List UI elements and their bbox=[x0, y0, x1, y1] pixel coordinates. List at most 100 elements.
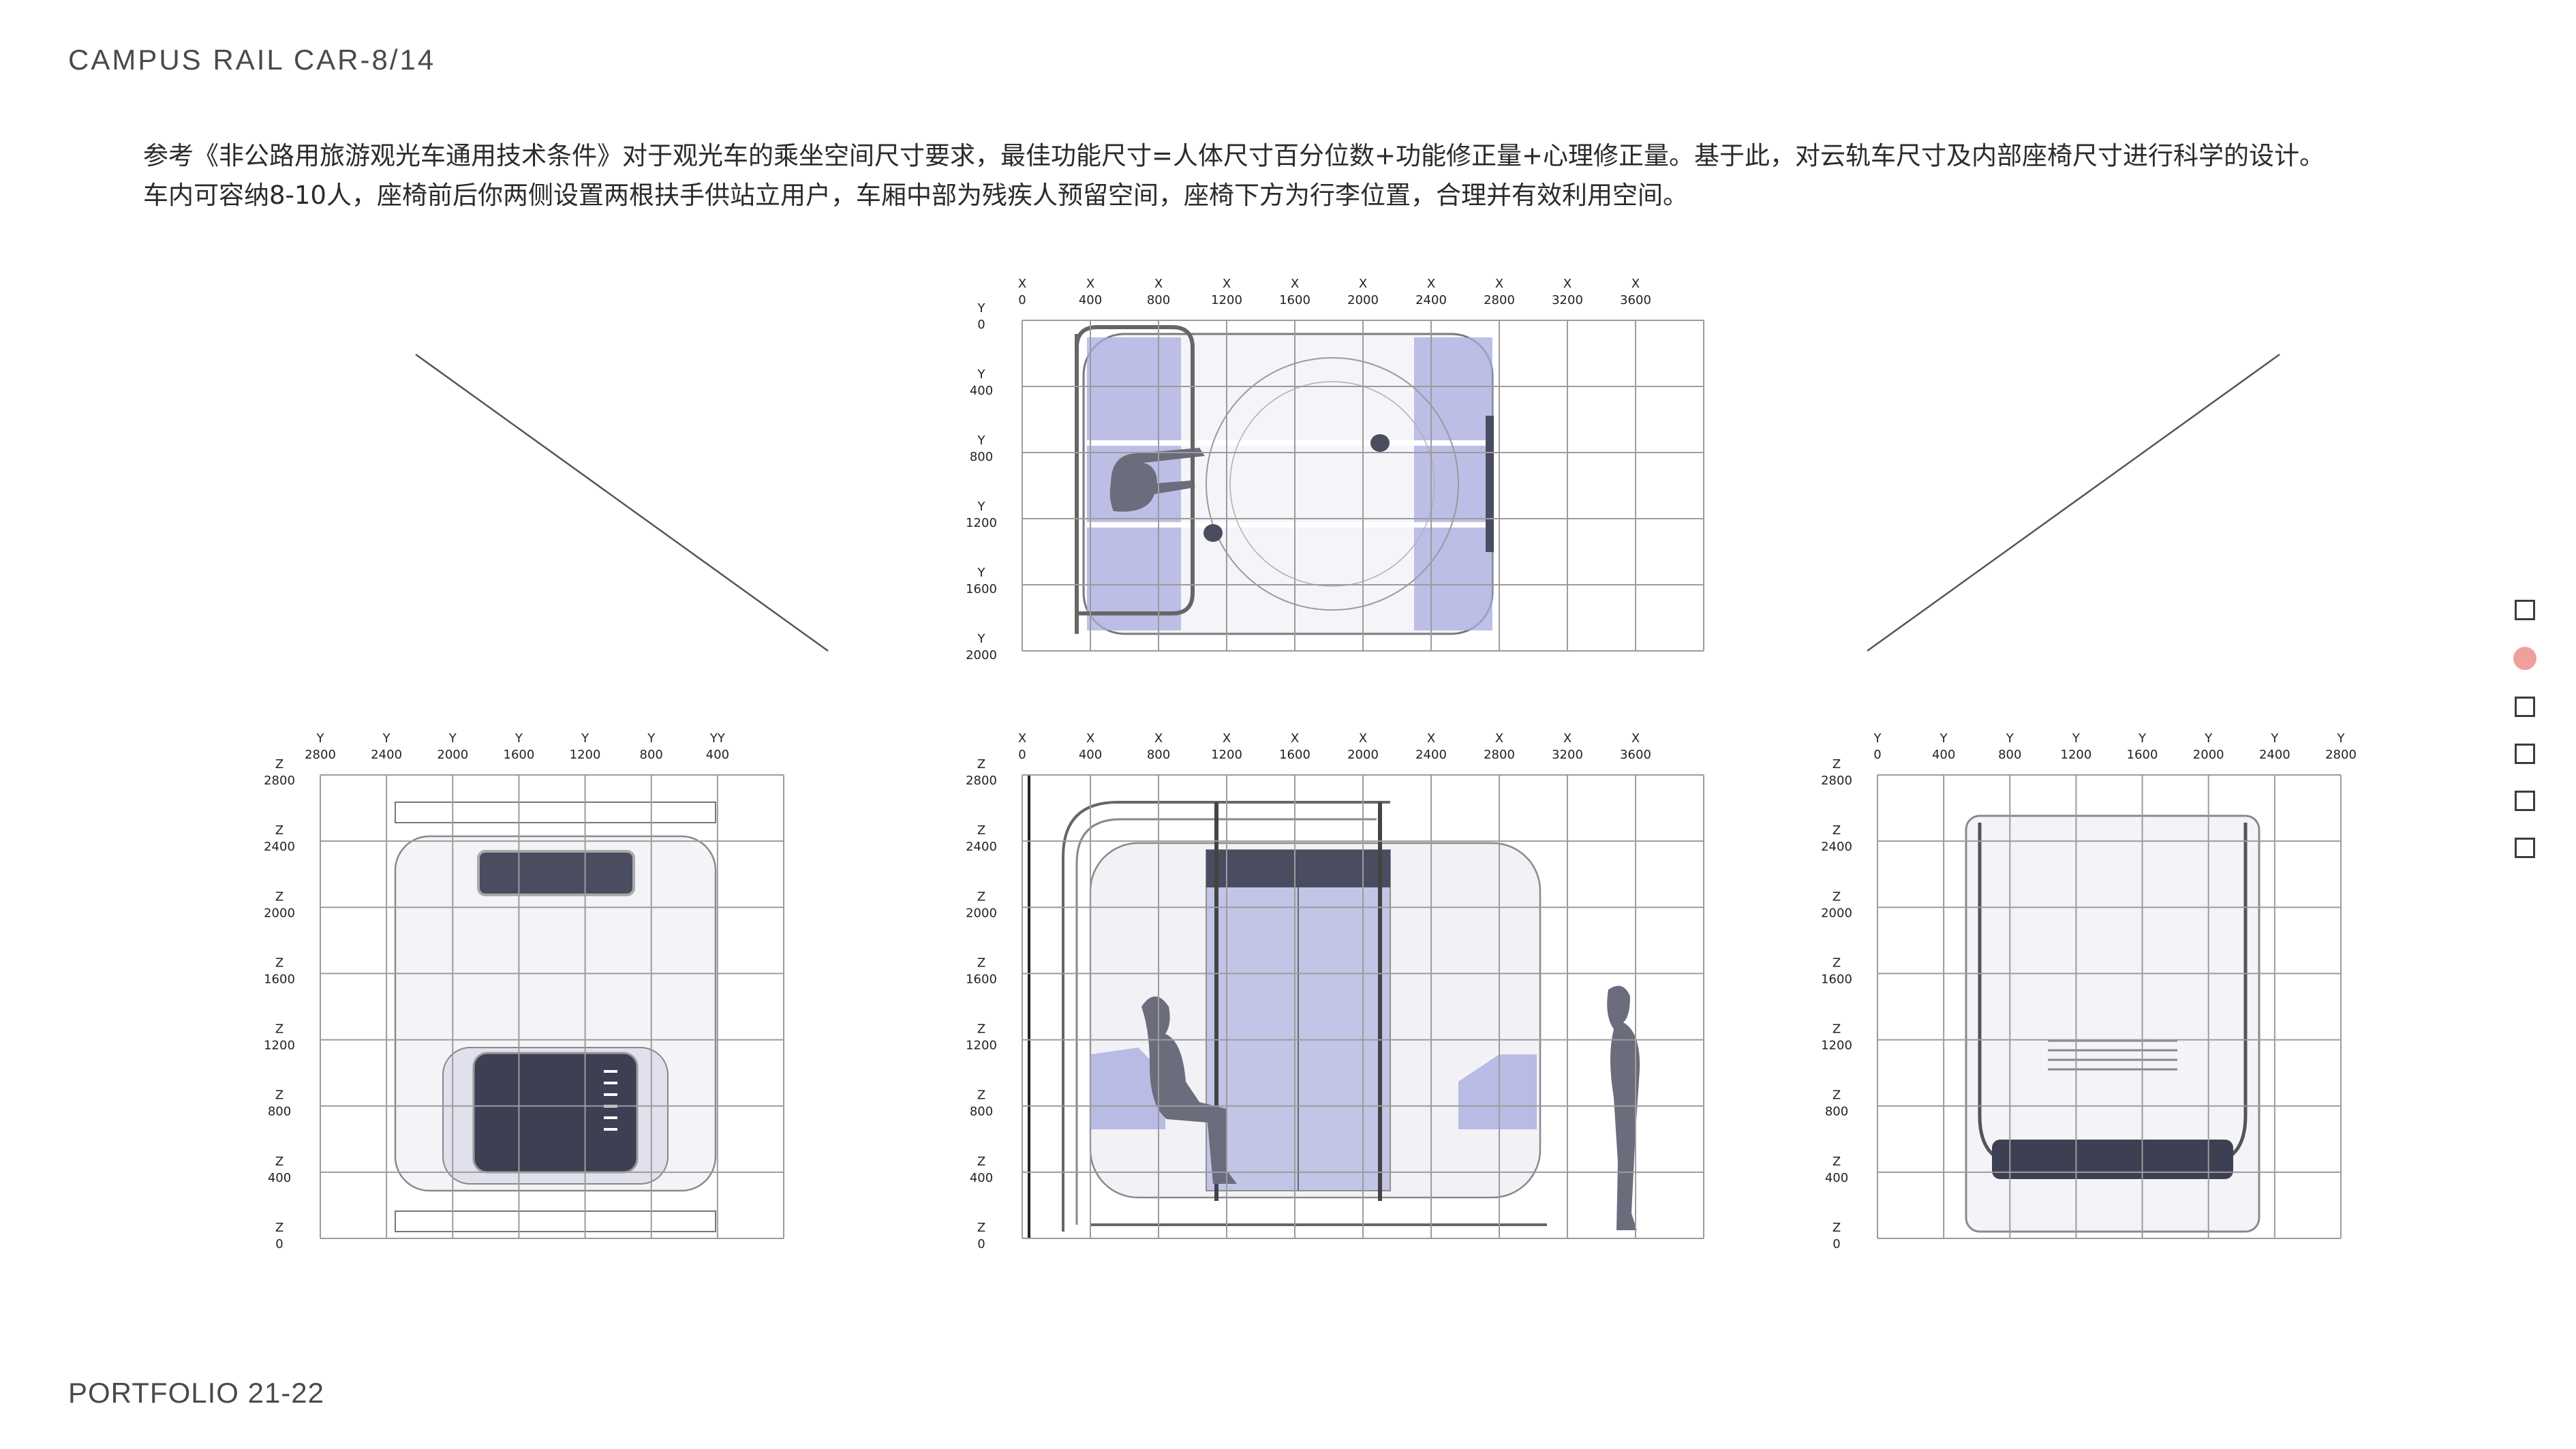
turntable-inner bbox=[1229, 381, 1435, 587]
footer-title: PORTFOLIO 21-22 bbox=[68, 1377, 325, 1409]
seated-passenger-figure bbox=[1141, 996, 1237, 1184]
nav-page-6[interactable] bbox=[2515, 838, 2535, 858]
seat-left-side bbox=[1090, 1048, 1165, 1129]
nav-page-1[interactable] bbox=[2515, 600, 2535, 620]
front-top-bar bbox=[395, 802, 716, 823]
standing-person-figure bbox=[1607, 986, 1640, 1230]
door-header bbox=[1206, 850, 1390, 887]
description: 参考《非公路用旅游观光车通用技术条件》对于观光车的乘坐空间尺寸要求，最佳功能尺寸… bbox=[143, 136, 2515, 215]
top-view-grid bbox=[1022, 320, 1704, 652]
top-view-drawing bbox=[1075, 325, 1494, 635]
page-nav bbox=[2513, 600, 2545, 885]
rear-panel bbox=[1486, 416, 1494, 552]
rear-dark-bar bbox=[1992, 1140, 2233, 1179]
car-shell-outer bbox=[1062, 801, 1390, 1232]
passenger-top-figure bbox=[1109, 448, 1205, 512]
description-line-1: 参考《非公路用旅游观光车通用技术条件》对于观光车的乘坐空间尺寸要求，最佳功能尺寸… bbox=[143, 141, 2325, 170]
description-line-2: 车内可容纳8-10人，座椅前后你两侧设置两根扶手供站立用户，车厢中部为残疾人预留… bbox=[143, 181, 1688, 210]
front-view-grid bbox=[320, 774, 784, 1239]
nav-page-4[interactable] bbox=[2515, 744, 2535, 764]
rear-view-drawing bbox=[1965, 814, 2260, 1233]
rear-vent-lines bbox=[2048, 1039, 2177, 1071]
nav-page-5[interactable] bbox=[2515, 791, 2535, 811]
pole-top-2 bbox=[1203, 524, 1223, 542]
seat-right bbox=[1414, 337, 1492, 630]
rear-view-grid bbox=[1877, 774, 2342, 1239]
connector-line-right bbox=[1867, 353, 2280, 652]
seat-right-side bbox=[1458, 1054, 1537, 1129]
nav-page-2[interactable] bbox=[2513, 647, 2536, 670]
side-view-drawing bbox=[1028, 775, 1640, 1238]
side-view-grid bbox=[1022, 774, 1704, 1239]
front-destination-panel bbox=[477, 850, 635, 896]
header-title: CAMPUS RAIL CAR-8/14 bbox=[68, 44, 436, 76]
front-base bbox=[395, 1210, 716, 1232]
turntable-circle bbox=[1206, 357, 1459, 611]
nav-page-3[interactable] bbox=[2515, 697, 2535, 717]
